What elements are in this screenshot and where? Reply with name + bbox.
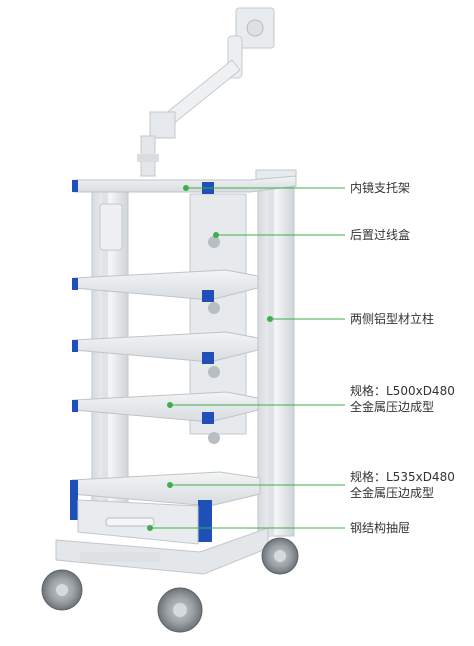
wheel-front-left (41, 569, 83, 611)
callout-text: 全金属压边成型 (350, 400, 435, 414)
shelf-3 (72, 331, 259, 364)
callout-shelf-spec-large: 规格：L535xD480 全金属压边成型 (350, 469, 455, 501)
callout-text: 规格：L535xD480 (350, 470, 455, 484)
wheel-rear (261, 537, 299, 575)
left-column (91, 189, 129, 521)
right-column (255, 169, 297, 537)
wheel-front-right (157, 587, 203, 633)
callout-text: 内镜支托架 (350, 181, 411, 195)
monitor-arm (137, 7, 275, 177)
callout-text: 两侧铝型材立柱 (350, 312, 435, 326)
callout-endoscope-shelf: 内镜支托架 (350, 180, 410, 196)
callout-aluminum-columns: 两侧铝型材立柱 (350, 311, 434, 327)
callout-steel-drawer: 钢结构抽屉 (350, 520, 410, 536)
shelf-4 (72, 391, 259, 424)
leader-dot (167, 482, 173, 488)
leader-dot (147, 525, 153, 531)
callout-text: 钢结构抽屉 (350, 521, 411, 535)
callout-shelf-spec-small: 规格：L500xD480 全金属压边成型 (350, 383, 455, 415)
callout-text: 全金属压边成型 (350, 486, 435, 500)
shelf-2 (72, 269, 259, 302)
leader-dot (267, 316, 273, 322)
shelf-bottom (70, 471, 261, 542)
leader-lines (147, 185, 345, 531)
leader-dot (183, 185, 189, 191)
callout-text: 规格：L500xD480 (350, 384, 455, 398)
leader-dot (213, 232, 219, 238)
steel-drawer (77, 499, 199, 545)
callout-text: 后置过线盒 (350, 228, 411, 242)
leader-dot (167, 402, 173, 408)
callout-cable-box: 后置过线盒 (350, 227, 410, 243)
